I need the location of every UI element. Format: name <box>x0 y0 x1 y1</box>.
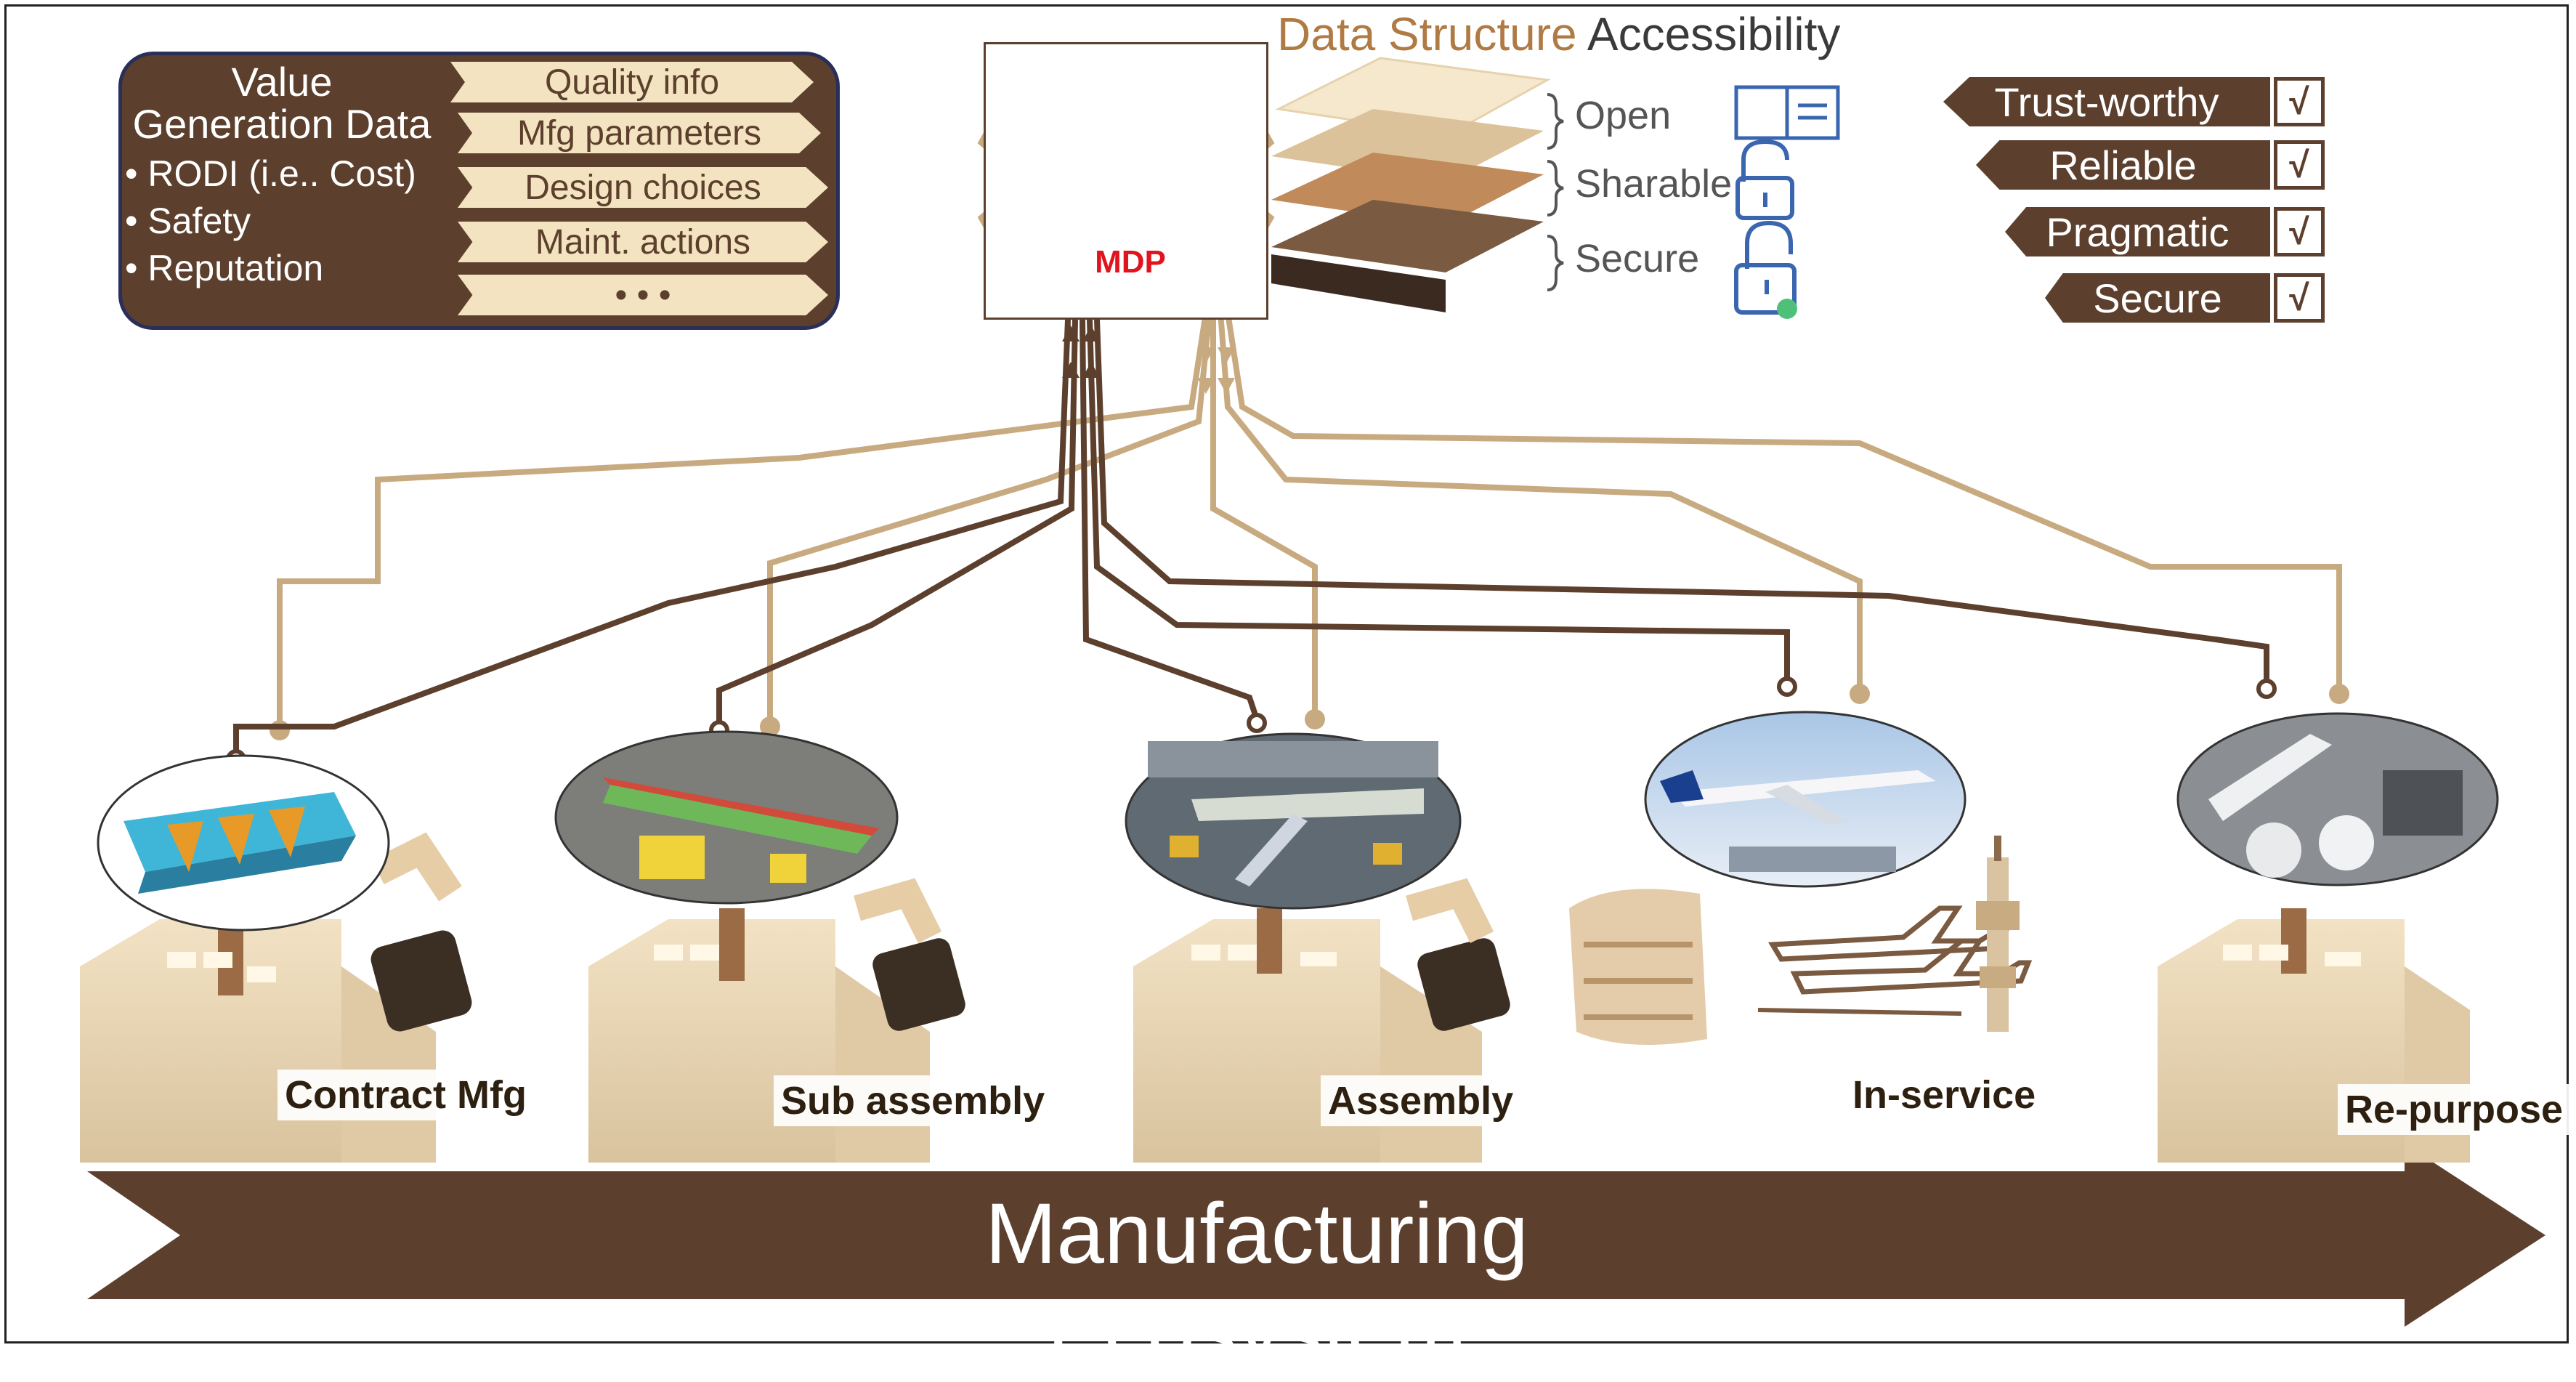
factory-building-assembly <box>1133 878 1510 1163</box>
brown-connection-lines <box>233 319 2269 756</box>
open-book-icon <box>1734 85 1840 140</box>
quality-secure: Secure <box>2045 273 2270 323</box>
control-tower-icon <box>1976 836 2020 1032</box>
tan-connection-lines <box>277 312 2342 725</box>
chevron-design-choices: Design choices <box>458 167 828 208</box>
layer-label-sharable: Sharable <box>1575 162 1733 206</box>
photo-contract-mfg <box>97 754 390 932</box>
check-reliable: √ <box>2274 140 2325 190</box>
ecosystem-label: Manufacturing Ecosystem <box>985 1186 1528 1381</box>
quality-trustworthy: Trust-worthy <box>1943 77 2270 126</box>
layer-label-open: Open <box>1575 94 1672 137</box>
layer-braces <box>1547 93 1564 291</box>
photo-sub-assembly <box>554 730 899 905</box>
quality-reliable: Reliable <box>1976 140 2270 190</box>
check-trustworthy: √ <box>2274 77 2325 126</box>
bullet-reputation: • Reputation <box>125 248 324 288</box>
secure-padlock-icon <box>1734 220 1797 319</box>
mdp-box <box>984 42 1268 320</box>
photo-in-service <box>1644 711 1967 888</box>
tan-arrowheads <box>1197 347 1235 394</box>
unlocked-padlock-icon <box>1735 139 1794 220</box>
photo-assembly <box>1125 732 1462 910</box>
data-structure-title-part1: Data Structure <box>1277 8 1577 60</box>
stage-label-contract-mfg: Contract Mfg <box>278 1070 534 1120</box>
bullet-safety: • Safety <box>125 201 251 241</box>
photo-re-purpose <box>2176 712 2499 886</box>
bullet-rodi: • RODI (i.e.. Cost) <box>125 153 416 194</box>
layer-label-secure: Secure <box>1575 237 1700 280</box>
value-generation-title: Value Generation Data <box>132 59 432 147</box>
ecosystem-arrow <box>87 1144 2545 1327</box>
stage-label-sub-assembly: Sub assembly <box>774 1075 1053 1126</box>
chevron-mfg-parameters: Mfg parameters <box>458 113 821 153</box>
data-structure-title-part2: Accessibility <box>1576 8 1841 60</box>
brown-arrowheads <box>1062 326 1100 378</box>
data-structure-title: Data Structure Accessibility <box>1277 7 1840 61</box>
chevron-maint-actions: Maint. actions <box>458 222 828 262</box>
stage-label-re-purpose: Re-purpose <box>2338 1084 2571 1135</box>
mdp-label: MDP <box>1095 244 1166 280</box>
in-service-illustration <box>1569 836 2033 1045</box>
quality-pragmatic: Pragmatic <box>2005 207 2270 256</box>
check-pragmatic: √ <box>2274 207 2325 256</box>
chevron-more: • • • <box>458 275 828 315</box>
tan-connection-nodes <box>270 684 2349 740</box>
data-layer-stack <box>1271 57 1551 312</box>
check-secure: √ <box>2274 273 2325 323</box>
chevron-quality-info: Quality info <box>450 62 814 102</box>
stage-label-in-service: In-service <box>1845 1070 2044 1120</box>
stage-label-assembly: Assembly <box>1321 1075 1521 1126</box>
diagram-graphics <box>80 42 2545 1327</box>
